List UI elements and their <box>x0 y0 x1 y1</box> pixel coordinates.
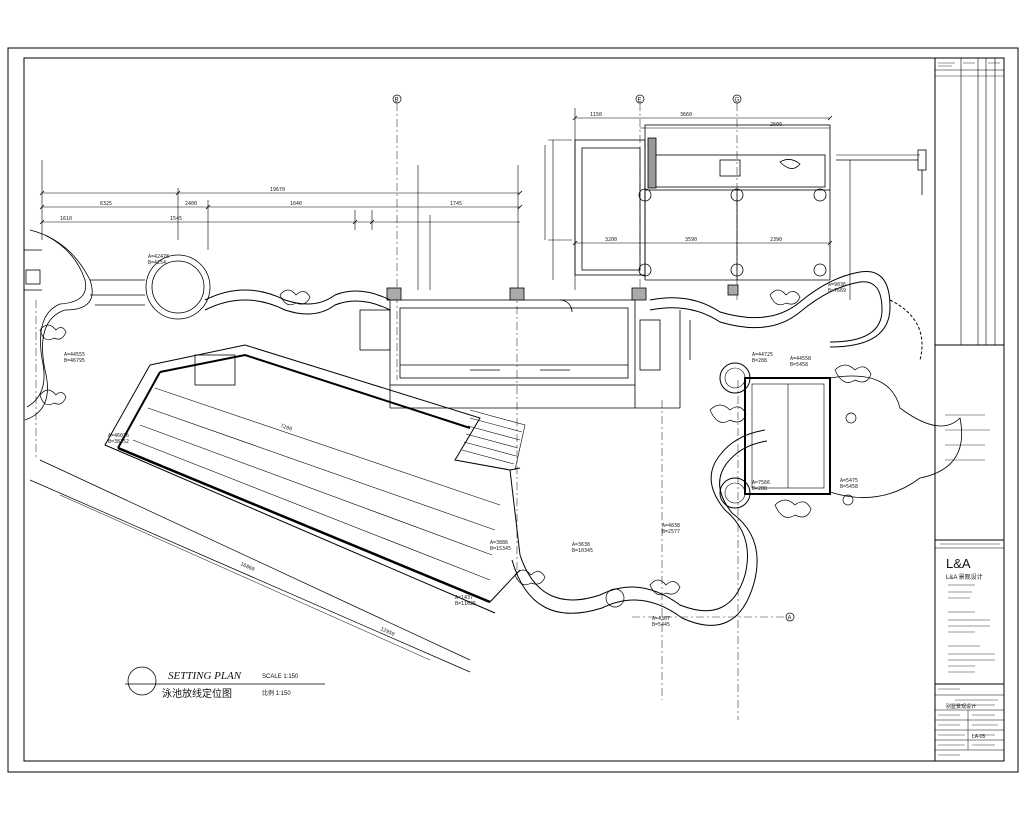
scale-note-cn: 比例 1:150 <box>262 689 291 697</box>
swimming-pool <box>23 344 521 673</box>
title-block-logo: L&A <box>946 556 971 571</box>
dimension-labels: 6325 2400 19670 1610 1545 1640 1745 1150… <box>60 112 782 638</box>
coordinate-labels: A=42478 B=4254 A=44555 B=46795 A=46036 B… <box>64 254 858 628</box>
grid-bubbles: B E G A <box>392 94 795 622</box>
dim-label: 16860 <box>239 561 255 573</box>
title-block: L&A L&A 景观设计 别墅景观设计 LA-05 <box>934 58 1004 761</box>
coord-a: A=9036 <box>828 282 846 288</box>
coord-b: B=15345 <box>490 546 511 552</box>
coord-a: A=7566 <box>752 480 770 486</box>
coord-a: A=44555 <box>64 352 85 358</box>
grid-bubble-a <box>785 612 795 622</box>
coord-b: B=5445 <box>652 622 670 628</box>
coord-b: B=4254 <box>148 260 166 266</box>
dim-label: 3200 <box>605 237 617 243</box>
title-block-company-cn: L&A 景观设计 <box>946 573 983 581</box>
scale-note-en: SCALE 1:150 <box>262 674 299 680</box>
coord-b: B=5458 <box>840 484 858 490</box>
terrace-building <box>359 284 739 409</box>
coord-a: A=3638 <box>572 542 590 548</box>
curved-deck-edge <box>489 429 768 626</box>
grid-label-e: E <box>638 98 642 104</box>
dim-label: 6325 <box>100 201 112 207</box>
coord-a: A=5475 <box>840 478 858 484</box>
dim-label: 19670 <box>270 187 285 193</box>
coord-a: A=42478 <box>148 254 169 260</box>
dim-label: 1745 <box>450 201 462 207</box>
coord-b: B=288 <box>752 486 767 492</box>
coord-a: A=4307 <box>652 616 670 622</box>
top-dimension-ticks <box>39 115 833 246</box>
dim-label: 2400 <box>185 201 197 207</box>
coord-a: A=3886 <box>490 540 508 546</box>
left-garden-features <box>24 229 211 421</box>
planter-wall <box>204 270 923 361</box>
coord-b: B=46795 <box>64 358 85 364</box>
title-block-drawing-no: LA-05 <box>972 734 986 740</box>
coord-a: A=44558 <box>790 356 811 362</box>
grid-bubble-b <box>392 94 402 104</box>
dim-label: 12950 <box>379 626 395 638</box>
dim-label: 2600 <box>770 122 782 128</box>
coord-b: B=7669 <box>828 288 846 294</box>
title-symbol <box>127 666 157 696</box>
drawing-title-en: SETTING PLAN <box>168 670 242 682</box>
coord-a: A=1437 <box>455 595 473 601</box>
sheet-inner-border <box>23 57 1005 762</box>
drawing-title-cn: 泳池放线定位图 <box>162 687 232 700</box>
dim-label: 1610 <box>60 216 72 222</box>
grid-label-a: A <box>788 616 792 622</box>
dim-label: 1150 <box>590 112 602 118</box>
dim-label: 1545 <box>170 216 182 222</box>
coord-b: B=10345 <box>572 548 593 554</box>
dim-label: 3660 <box>680 112 692 118</box>
grid-axes <box>35 103 790 720</box>
dim-label: 7200 <box>279 423 292 432</box>
coord-a: A=46036 <box>108 433 129 439</box>
grid-label-g: G <box>735 98 740 104</box>
dim-label: 2390 <box>770 237 782 243</box>
sheet-outer-border <box>7 47 1019 773</box>
shrub-clusters <box>39 289 872 608</box>
coord-b: B=288 <box>752 358 767 364</box>
pavilion-structure <box>574 124 927 281</box>
drawing-title: SETTING PLAN 泳池放线定位图 SCALE 1:150 比例 1:15… <box>125 666 325 700</box>
grid-bubble-g <box>732 94 742 104</box>
title-block-project-cn: 别墅景观设计 <box>946 703 976 710</box>
top-dimension-lines <box>41 108 920 300</box>
spa-pool <box>719 362 962 509</box>
grid-bubble-e <box>635 94 645 104</box>
dim-label: 3590 <box>685 237 697 243</box>
dim-label: 1640 <box>290 201 302 207</box>
coord-b: B=5458 <box>790 362 808 368</box>
coord-b: B=2577 <box>662 529 680 535</box>
coord-a: A=44725 <box>752 352 773 358</box>
coord-b: B=38352 <box>108 439 129 445</box>
coord-b: B=11625 <box>455 601 476 607</box>
grid-label-b: B <box>395 98 399 104</box>
pool-steps <box>461 409 526 471</box>
coord-a: A=4838 <box>662 523 680 529</box>
